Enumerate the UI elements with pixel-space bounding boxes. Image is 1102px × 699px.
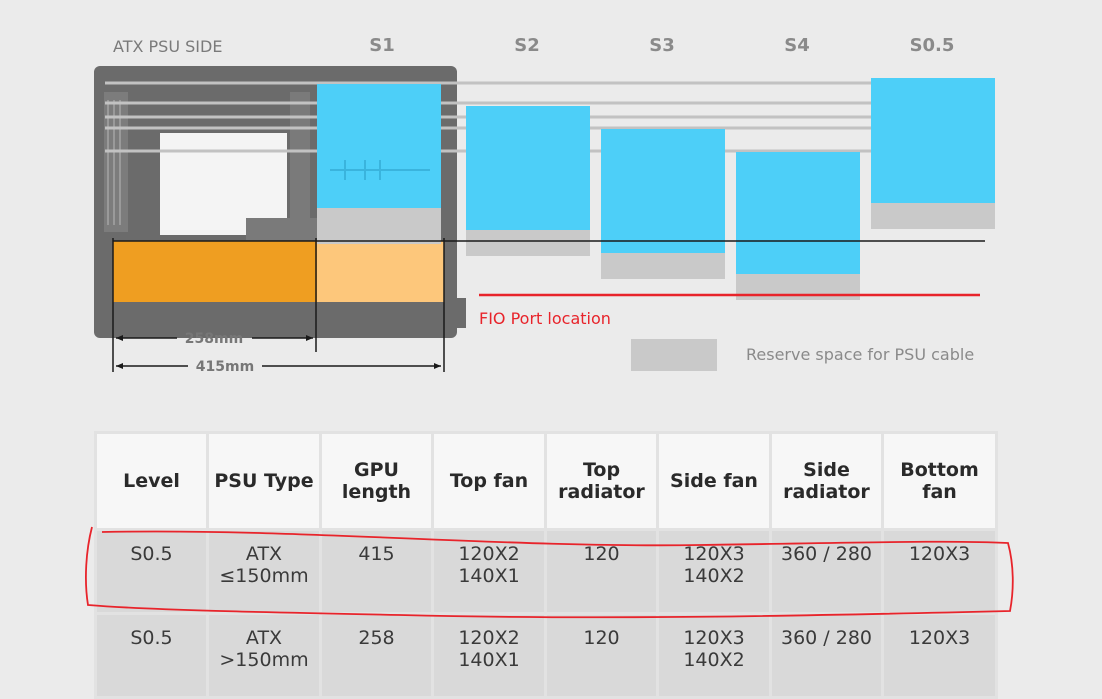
header-level: Level [94, 431, 209, 531]
header-side-fan: Side fan [656, 431, 772, 531]
cell-gpu-length: 258 [319, 612, 434, 699]
gpu-block-s1 [317, 84, 441, 236]
cell-side-radiator: 360 / 280 [769, 612, 884, 699]
cell-level: S0.5 [94, 528, 209, 615]
cell-psu-type: ATX≤150mm [206, 528, 322, 615]
atx-psu-side-label: ATX PSU SIDE [113, 37, 222, 56]
reserve-space-label: Reserve space for PSU cable [746, 345, 974, 364]
cell-top-radiator: 120 [544, 612, 659, 699]
level-label-s3: S3 [649, 35, 675, 56]
dimension-markers [112, 238, 445, 372]
cell-bottom-fan: 120X3 [881, 528, 998, 615]
gpu-block-s3 [601, 129, 725, 279]
cell-top-radiator: 120 [544, 528, 659, 615]
level-label-s4: S4 [784, 35, 810, 56]
cell-side-radiator: 360 / 280 [769, 528, 884, 615]
fio-port-label: FIO Port location [479, 309, 611, 328]
level-label-s2: S2 [514, 35, 540, 56]
cell-gpu-length: 415 [319, 528, 434, 615]
dimension-258-label: 258mm [185, 331, 243, 347]
header-psu-type: PSU Type [206, 431, 322, 531]
reserve-space-swatch [631, 339, 717, 371]
psu-area [113, 236, 444, 302]
header-top-fan: Top fan [431, 431, 547, 531]
gpu-block-s05 [871, 78, 995, 229]
gpu-block-s4 [736, 152, 860, 300]
dimension-415-label: 415mm [196, 359, 254, 375]
gpu-block-s2 [466, 106, 590, 256]
case-level-diagram: ATX PSU SIDE S1 S2 S3 S4 S0.5 [94, 35, 995, 375]
cell-psu-type: ATX>150mm [206, 612, 322, 699]
level-label-s1: S1 [369, 35, 395, 56]
cell-bottom-fan: 120X3 [881, 612, 998, 699]
cell-level: S0.5 [94, 612, 209, 699]
level-label-s05: S0.5 [910, 35, 955, 56]
